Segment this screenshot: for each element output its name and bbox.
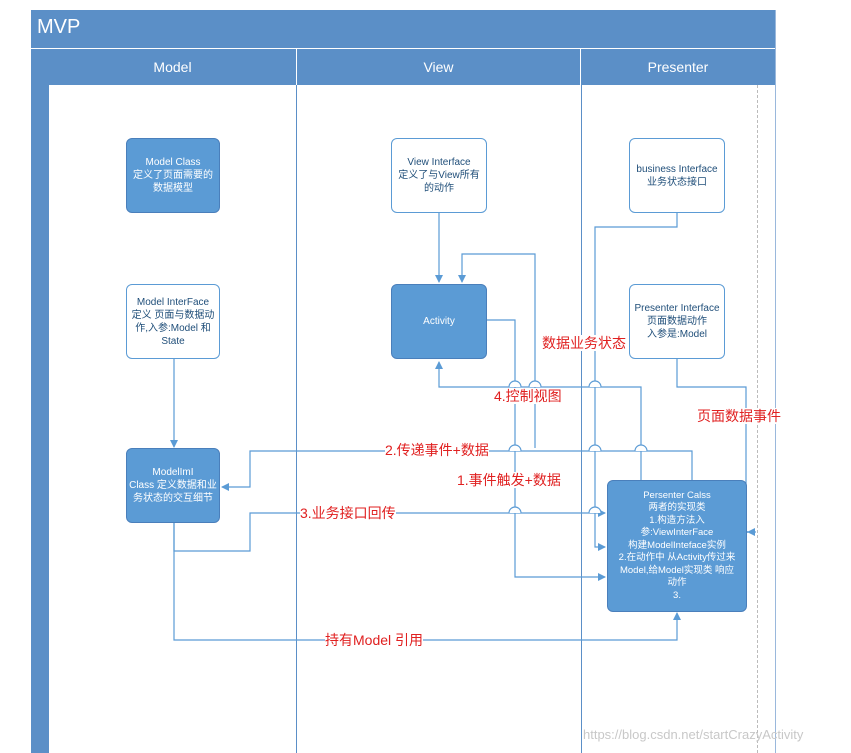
lane-divider-model-view [296,85,297,753]
presenter-class-box: Persenter Calss 两者的实现类 1.构造方法入 参:ViewInt… [607,480,747,612]
label-business-callback: 3.业务接口回传 [300,505,396,521]
arrow-event-trigger [487,319,606,581]
line-hop [508,506,522,514]
presenter-interface-box: Presenter Interface 页面数据动作 入参是:Model [629,284,725,359]
label-pass-event-data: 2.传递事件+数据 [385,442,489,458]
lane-header-view: View [297,49,581,85]
arrow-control-view [435,361,642,480]
line-hop [508,444,522,452]
model-impl-box: ModelImI Class 定义数据和业 务状态的交互细节 [126,448,220,523]
arrow-pass-event [221,450,693,491]
label-event-trigger-data: 1.事件触发+数据 [457,472,561,488]
line-hop [634,444,648,452]
label-hold-model-ref: 持有Model 引用 [325,632,424,648]
arrow-hold-model-ref [173,523,681,641]
swimlane-frame-left [31,10,49,753]
business-interface-box: business Interface 业务状态接口 [629,138,725,213]
line-hop [588,380,602,388]
model-interface-box: Model InterFace 定义 页面与数据动 作,入参:Model 和 S… [126,284,220,359]
label-control-view: 4.控制视图 [494,388,562,404]
line-hop [508,380,522,388]
lane-header-presenter: Presenter [581,49,776,85]
title-bar: MVP [31,10,776,49]
view-interface-box: View Interface 定义了与View所有 的动作 [391,138,487,213]
arrow-business-state-to-activity [458,253,536,448]
line-hop [528,380,542,388]
activity-box: Activity [391,284,487,359]
diagram-title: MVP [37,16,81,38]
frame-right-edge [775,10,776,753]
lane-divider-view-presenter [581,85,582,753]
label-data-business-state: 数据业务状态 [542,335,626,351]
arrow-business-interface-to-presenter [594,213,678,551]
label-page-data-event: 页面数据事件 [697,408,781,424]
lane-header-model: Model [49,49,297,85]
line-hop [588,506,602,514]
line-hop [588,444,602,452]
model-class-box: Model Class 定义了页面需要的 数据模型 [126,138,220,213]
watermark-text: https://blog.csdn.net/startCrazyActivity [583,727,804,742]
